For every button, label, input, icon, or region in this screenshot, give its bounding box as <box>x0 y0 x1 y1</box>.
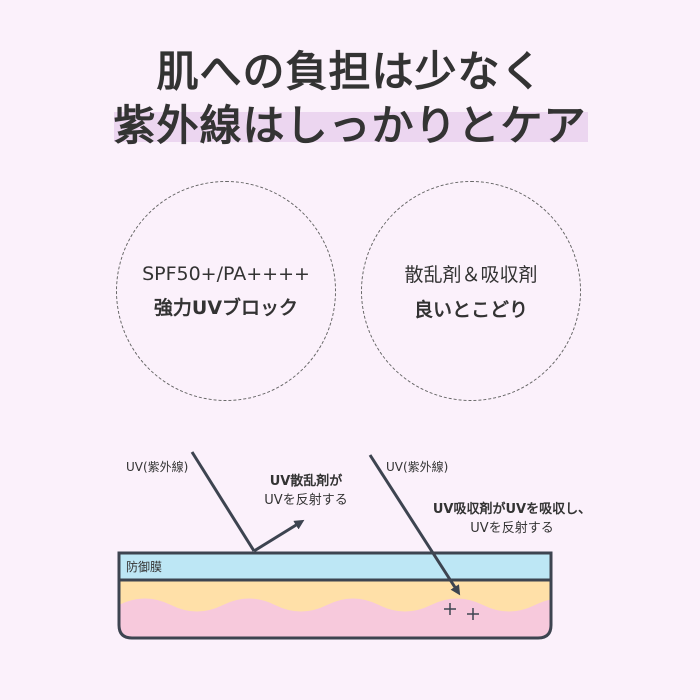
absorb-caption: UV吸収剤がUVを吸収し、 UVを反射する <box>412 498 612 536</box>
scatter-caption: UV散乱剤が UVを反射する <box>236 470 376 508</box>
feature-circle-spf: SPF50+/PA++++ 強力UVブロック <box>116 181 336 401</box>
scatter-caption-bold: UV散乱剤が <box>269 474 343 489</box>
absorb-caption-bold3: を吸収し、 <box>526 502 592 517</box>
skin-outline <box>117 580 553 640</box>
absorb-caption-bold1: UV吸収剤が <box>432 502 506 517</box>
uv-label-left: UV(紫外線) <box>126 460 189 474</box>
feature-circle-agents: 散乱剤＆吸収剤 良いとこどり <box>361 181 581 401</box>
feature-best-of-both-text: 良いとこどり <box>413 299 528 321</box>
headline-line1: 肌への負担は少なく <box>156 47 544 96</box>
sparkle-icon <box>444 603 479 620</box>
film-label: 防御膜 <box>126 560 163 574</box>
feature-uv-block-text: 強力UVブロック <box>153 296 299 319</box>
headline-line2: 紫外線はしっかりとケア <box>113 101 587 150</box>
protective-film <box>117 551 553 582</box>
uv-label-right: UV(紫外線) <box>386 460 449 474</box>
absorb-caption-text: UVを反射する <box>470 521 554 536</box>
feature-agents-text: 散乱剤＆吸収剤 <box>404 264 538 286</box>
uv-ray-right <box>368 454 461 596</box>
reflected-ray-arrow <box>253 519 305 553</box>
absorb-caption-bold2: UV <box>505 502 527 517</box>
scatter-caption-text: UVを反射する <box>264 493 348 508</box>
skin-layers <box>119 580 551 638</box>
feature-spf-text: SPF50+/PA++++ <box>142 262 310 285</box>
skin-lower-layer <box>119 598 551 638</box>
uv-ray-left <box>190 451 256 552</box>
headline-highlight <box>114 112 588 142</box>
